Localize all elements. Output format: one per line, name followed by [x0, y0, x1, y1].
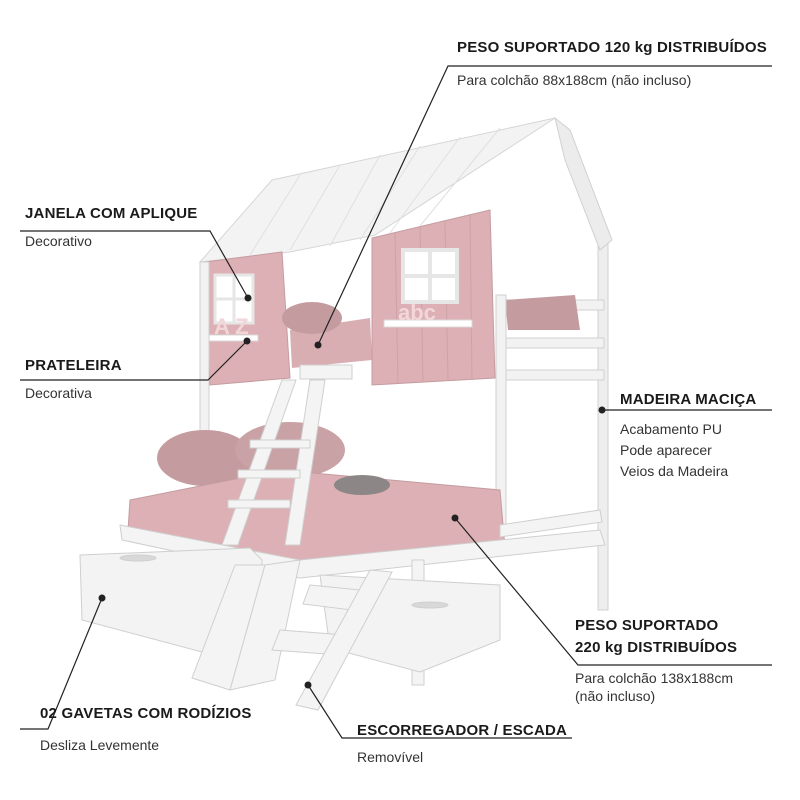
plush-toy: [334, 475, 390, 495]
shelf-title: PRATELEIRA: [25, 357, 122, 374]
leader-shelf: [20, 340, 248, 381]
slide: [191, 559, 301, 691]
bottom-capacity-title-1: PESO SUPORTADO: [575, 617, 719, 634]
bottom-capacity-title-2: 220 kg DISTRIBUÍDOS: [575, 639, 738, 656]
drawers-detail: Desliza Levemente: [40, 737, 160, 753]
window-letters-right: abc: [398, 300, 436, 325]
leader-slide: [307, 684, 572, 739]
step-ladder: [271, 569, 393, 711]
upper-right-wall: abc: [371, 209, 496, 386]
leader-window: [20, 230, 249, 299]
top-capacity-title: PESO SUPORTADO 120 kg DISTRIBUÍDOS: [457, 39, 767, 56]
house-roof: [198, 116, 613, 263]
top-capacity-detail: Para colchão 88x188cm (não incluso): [457, 72, 692, 88]
leader-top-capacity: [317, 65, 772, 346]
wood-title: MADEIRA MACIÇA: [620, 391, 757, 408]
window-title: JANELA COM APLIQUE: [25, 205, 198, 222]
window-detail: Decorativo: [25, 233, 92, 249]
shelf-detail: Decorativa: [25, 385, 92, 401]
upper-left-wall: A Z: [204, 251, 291, 386]
slide-detail: Removível: [357, 749, 424, 765]
wood-detail-1: Acabamento PU: [620, 421, 722, 437]
drawers-title: 02 GAVETAS COM RODÍZIOS: [40, 705, 252, 722]
leader-drawers: [20, 597, 103, 730]
bottom-capacity-detail-1: Para colchão 138x188cm: [575, 670, 733, 686]
window-letters-left: A Z: [214, 314, 249, 339]
slide-title: ESCORREGADOR / ESCADA: [357, 722, 568, 739]
leader-bottom-capacity: [454, 517, 772, 666]
ladder: [221, 364, 353, 546]
wood-detail-3: Veios da Madeira: [620, 463, 729, 479]
upper-guard-rails: [495, 294, 605, 526]
wood-detail-2: Pode aparecer: [620, 442, 712, 458]
bottom-capacity-detail-2: (não incluso): [575, 688, 656, 704]
